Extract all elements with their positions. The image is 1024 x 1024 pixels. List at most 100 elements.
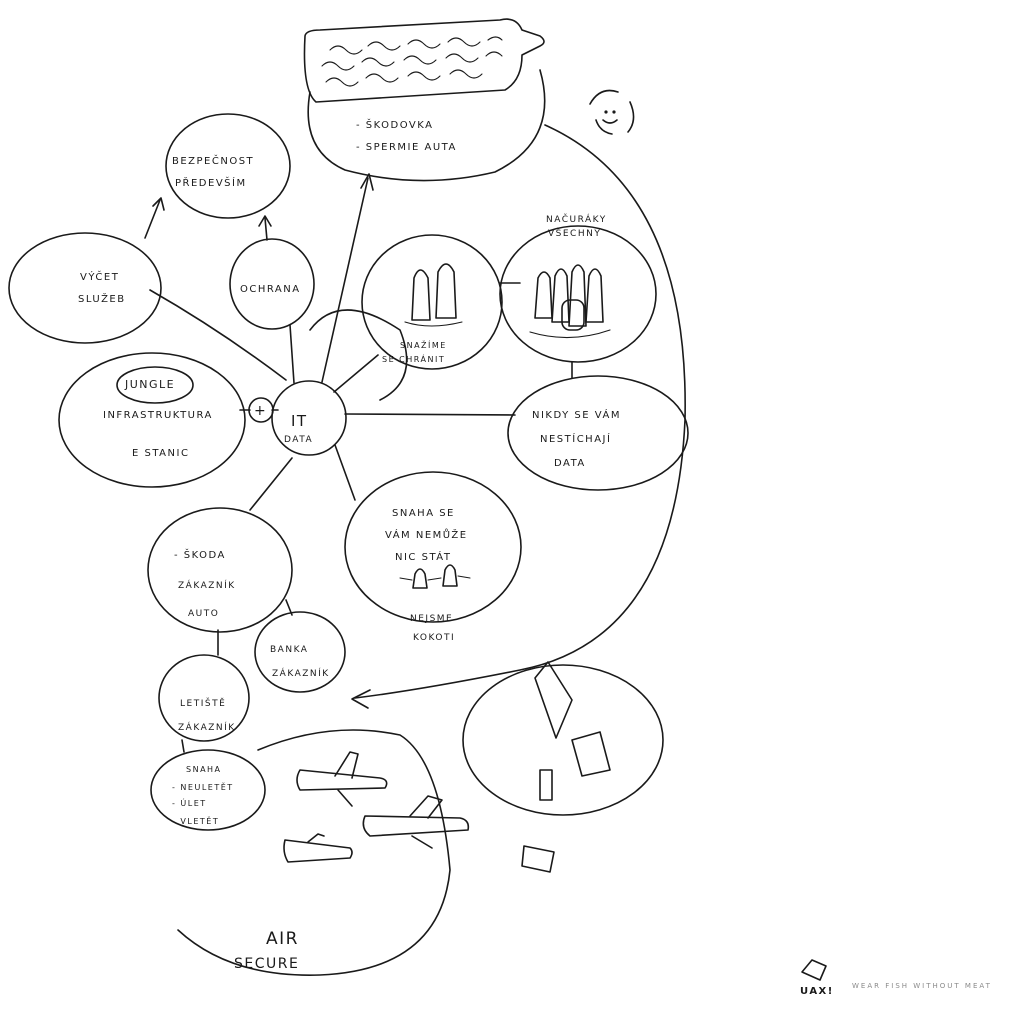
bubble-nikdy	[507, 375, 689, 491]
center-data: DATA	[284, 435, 313, 445]
connector-letiste-snaha	[181, 739, 185, 753]
bubble-plus	[248, 397, 274, 423]
planes-drawing	[283, 751, 470, 863]
label-snazime-2: SE CHRÁNIT	[382, 353, 445, 364]
label-nikdy-2: NESTÍCHAJÍ	[540, 432, 611, 445]
arrowhead-big-arc	[351, 689, 371, 709]
connector-ochrana-up	[264, 217, 268, 241]
label-nacuraky-1: NAČURÁKY	[546, 213, 607, 225]
condom-plane-bottom	[283, 839, 353, 863]
bubble-folders	[462, 664, 664, 816]
label-skodovka-1: - ŠKODOVKA	[356, 118, 433, 131]
label-infrastruktura: INFRASTRUKTURA	[103, 410, 213, 421]
label-snazime-1: SNAŽÍME	[400, 339, 447, 350]
uax-logo	[801, 959, 827, 981]
label-snaha-1: SNAHA SE	[392, 508, 455, 519]
condom-banner	[303, 18, 545, 103]
label-letiste-1: LETIŠTĚ	[180, 697, 226, 709]
connector-snazime	[333, 354, 379, 393]
label-vycet-2: SLUŽEB	[78, 292, 126, 305]
folders-drawing	[521, 661, 611, 873]
condom-shape-banner	[303, 18, 545, 103]
condom-figure-left	[411, 269, 431, 321]
condom-crowd-drawing	[529, 264, 611, 339]
bubble-vycet	[8, 232, 162, 344]
bubble-bezpecnost	[165, 113, 291, 219]
bubble-air-secure	[177, 729, 451, 976]
label-ochrana: OCHRANA	[240, 284, 301, 295]
label-skoda-3: AUTO	[188, 609, 219, 619]
paper-sheet	[534, 661, 573, 739]
label-banka-1: BANKA	[270, 645, 308, 655]
condom-figure-right	[435, 263, 457, 319]
label-jungle: JUNGLE	[124, 378, 175, 391]
label-secure: SECURE	[234, 956, 299, 972]
connector-nikdy	[344, 413, 516, 416]
connector-ochrana	[289, 324, 295, 384]
doc-icon	[539, 769, 553, 801]
condom-plane-top	[296, 769, 388, 791]
label-snaha-let-3: - ÚLET	[172, 797, 207, 808]
arrowhead-skodovka	[360, 173, 374, 191]
connector-vycet-bezpecnost	[144, 199, 161, 239]
label-snaha-let-2: - NEULETĚT	[172, 781, 234, 792]
smiley-eye-right	[612, 110, 616, 114]
label-skodovka-2: - SPERMIE AUTA	[356, 142, 457, 153]
bubble-jungle	[116, 366, 194, 404]
bubble-nacuraky	[499, 225, 657, 363]
footer-tagline: WEAR FISH WITHOUT MEAT	[852, 982, 992, 990]
bubble-it-stub	[309, 309, 408, 401]
labels: IT DATA JUNGLE INFRASTRUKTURA + E STANIC…	[78, 118, 992, 997]
two-condom-friends	[399, 564, 471, 589]
cycle-arrow-top	[589, 89, 619, 105]
smiley-eye-left	[604, 110, 608, 114]
center-it: IT	[291, 412, 308, 430]
label-bezpecnost-1: BEZPEČNOST	[172, 154, 254, 167]
smiley-mouth	[602, 119, 618, 124]
connector-vycet	[149, 289, 287, 381]
spinning-smiley	[589, 89, 635, 135]
label-air: AIR	[266, 929, 299, 949]
cycle-arrow-right	[627, 101, 635, 133]
label-nejsme-1: NEJSME	[410, 614, 453, 624]
condom-in-center	[561, 299, 585, 331]
bubbles	[8, 69, 689, 976]
label-e-stanic: E STANIC	[132, 448, 189, 459]
bubble-letiste	[158, 654, 250, 742]
label-skoda-1: - ŠKODA	[174, 548, 226, 561]
label-bezpecnost-2: PŘEDEVŠÍM	[175, 176, 247, 189]
connector-skodovka	[321, 177, 369, 383]
label-nacuraky-2: VŠECHNY	[548, 227, 601, 239]
label-nikdy-1: NIKDY SE VÁM	[532, 408, 621, 421]
bubble-snaha	[344, 471, 522, 623]
arrowhead-ochrana	[258, 215, 272, 227]
label-nikdy-3: DATA	[554, 458, 586, 469]
bubble-skoda	[147, 507, 293, 633]
cycle-arrow-left	[595, 119, 613, 135]
label-snaha-3: NIC STÁT	[395, 550, 451, 563]
bubble-it-data	[271, 380, 347, 456]
condom-plane-middle	[362, 815, 470, 837]
uax-mascot-icon	[801, 959, 827, 981]
condom-base	[404, 321, 463, 327]
label-snaha-let-1: SNAHA	[186, 765, 222, 774]
label-plus: +	[254, 403, 267, 419]
label-snaha-let-4: - VLETĚT	[172, 815, 219, 826]
folder-icon	[571, 731, 611, 777]
label-nejsme-2: KOKOTI	[413, 633, 455, 643]
connector-snaha	[334, 444, 356, 501]
loose-folder-icon	[521, 845, 555, 873]
standing-condoms-drawing	[404, 263, 463, 327]
arrowhead-bezpecnost	[152, 197, 165, 211]
sperm-swarm	[321, 36, 503, 87]
footer-brand: UAX!	[800, 986, 834, 997]
connectors	[144, 124, 686, 753]
connector-skoda	[249, 457, 293, 511]
bubble-snaha-let	[150, 749, 266, 831]
label-snaha-2: VÁM NEMŮŽE	[385, 528, 468, 541]
label-banka-2: ZÁKAZNÍK	[272, 667, 330, 679]
bubble-skodovka	[307, 69, 546, 182]
label-letiste-2: ZÁKAZNÍK	[178, 721, 236, 733]
connector-big-arc	[354, 124, 686, 699]
